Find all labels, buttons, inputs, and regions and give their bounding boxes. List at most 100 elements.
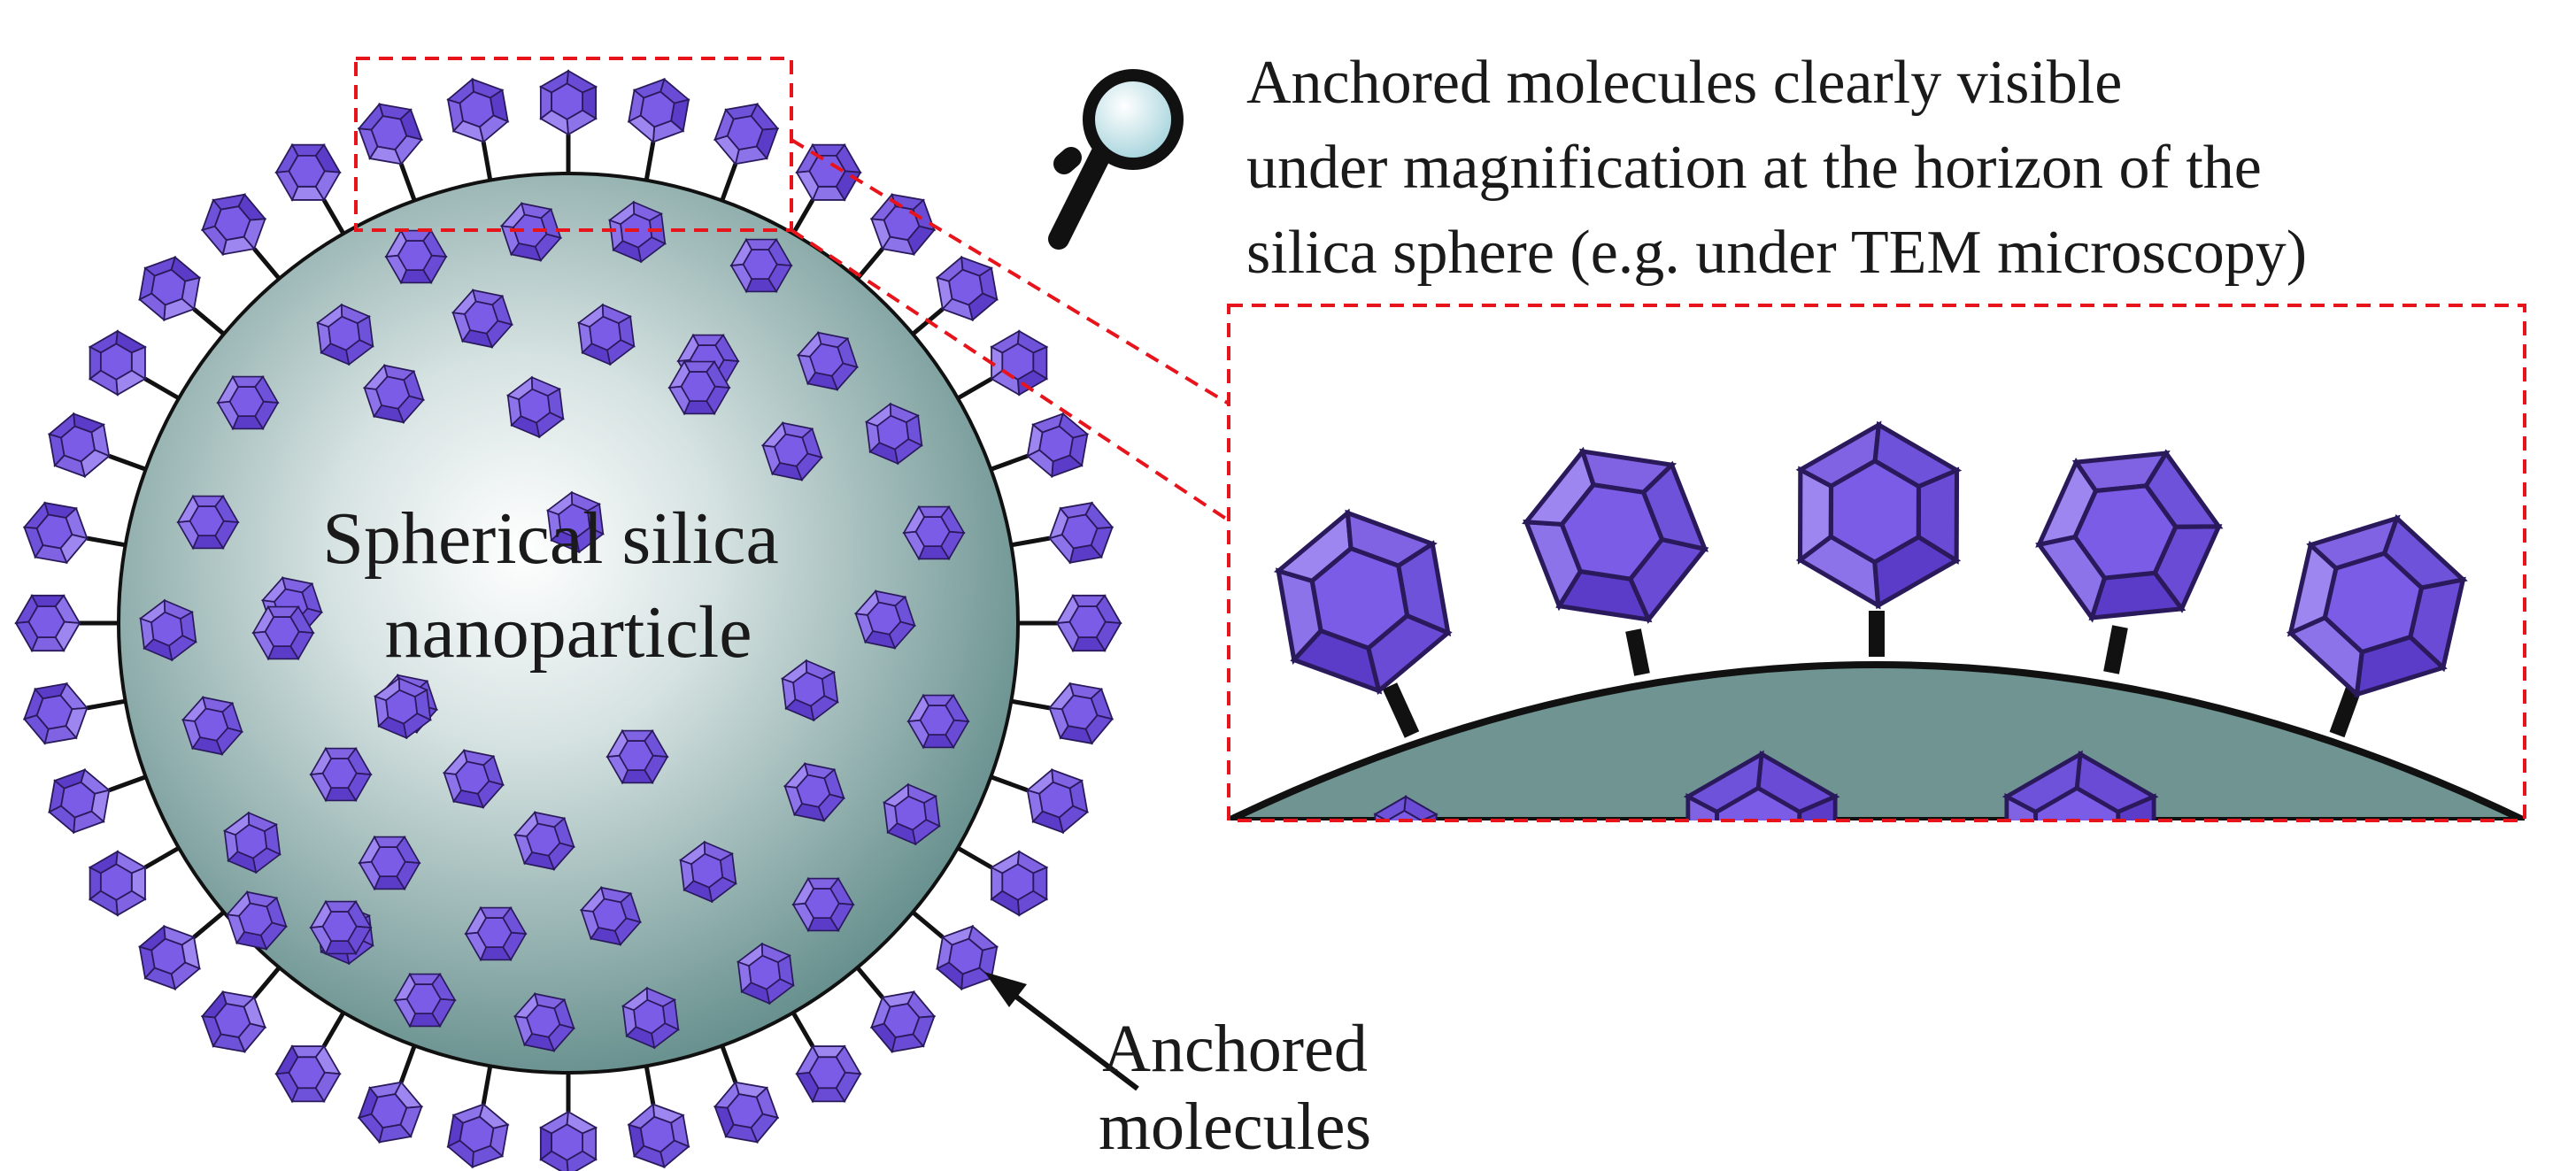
molecule-icon [181, 696, 243, 756]
molecule-icon [736, 942, 795, 1005]
molecule-icon [545, 490, 605, 554]
molecule-icon [137, 924, 202, 991]
molecule-icon [274, 143, 342, 202]
inset-frame [1227, 304, 2526, 822]
anchor-linker [143, 376, 181, 401]
silica-sphere [117, 172, 1020, 1075]
molecule-icon [22, 501, 89, 565]
anchored-molecules-ring [14, 69, 1122, 1171]
caption-line1: Anchored molecules clearly visible [1246, 49, 2122, 117]
molecule-icon [48, 768, 112, 835]
molecule-icon [309, 899, 373, 956]
molecule-icon [309, 746, 373, 803]
anchor-linker [644, 141, 656, 181]
molecule-icon [88, 329, 147, 397]
anchor-linker [1010, 535, 1051, 548]
molecule-icon [393, 972, 457, 1028]
anchor-linker [956, 376, 993, 401]
sphere-surface-closeup [1229, 661, 2525, 820]
molecule-icon [2286, 514, 2468, 699]
molecule-icon [1055, 593, 1122, 653]
molecule-icon [315, 303, 374, 366]
molecule-icon [1047, 682, 1114, 745]
molecule-icon [216, 374, 280, 431]
molecule-icon [906, 693, 970, 750]
molecule-icon [869, 192, 937, 257]
molecule-icon [576, 303, 636, 366]
anchor-linker [108, 453, 147, 472]
molecule-icon [138, 256, 202, 322]
molecule-icon [47, 412, 111, 478]
molecule-icon [882, 782, 941, 846]
molecule-icon [176, 494, 240, 551]
anchor-linker [108, 774, 147, 793]
anchor-linker [398, 163, 417, 202]
molecule-icon [14, 593, 81, 653]
anchor-linker [720, 1044, 738, 1083]
magnified-molecules [1273, 420, 2468, 738]
molecule-icon [274, 1044, 342, 1104]
molecule-icon [362, 364, 425, 424]
anchored-molecules-pointer: Anchored molecules [984, 972, 1371, 1164]
molecule-icon [505, 375, 565, 439]
molecule-icon [2001, 750, 2159, 820]
anchor-linker [86, 698, 127, 711]
molecule-icon [713, 1080, 780, 1144]
anchor-linker [2329, 682, 2363, 738]
anchor-linker [644, 1065, 656, 1106]
molecule-icon [538, 1110, 598, 1171]
molecule-icon [1026, 412, 1090, 479]
molecule-icon [1522, 446, 1709, 624]
molecule-icon [935, 924, 999, 991]
anchor-linker [321, 1011, 346, 1048]
molecule-icon [88, 850, 147, 917]
molecule-icon [667, 359, 731, 416]
anchor-linker [791, 198, 815, 235]
particle-label-line1: Spherical silica [322, 497, 778, 580]
molecule-icon [990, 850, 1049, 917]
selection-box [354, 57, 793, 232]
surface-molecules [138, 200, 970, 1052]
molecule-icon [513, 992, 575, 1052]
anchor-linker [86, 535, 127, 548]
anchor-linker [481, 141, 493, 181]
anchor-linker [252, 247, 282, 281]
molecule-icon [1795, 420, 1963, 610]
anchor-linker [791, 1011, 815, 1048]
molecule-icon [796, 331, 859, 391]
molecule-icon [1048, 501, 1114, 565]
molecule-icon [22, 682, 89, 745]
molecule-icon [621, 986, 680, 1050]
anchor-linker [1010, 698, 1051, 711]
anchor-linker [1625, 628, 1650, 676]
molecule-icon [200, 990, 267, 1053]
magnification-caption: Anchored molecules clearly visible under… [1246, 49, 2307, 287]
molecule-icon [795, 143, 862, 202]
molecule-icon [2035, 449, 2224, 623]
molecule-icon [795, 1044, 862, 1104]
anchor-linker [398, 1044, 417, 1083]
anchor-linker [321, 198, 346, 235]
molecule-icon [869, 990, 937, 1054]
molecule-icon [902, 505, 966, 561]
molecule-icon [627, 77, 690, 144]
molecule-icon [713, 103, 780, 166]
silica-sphere-group: Spherical silica nanoparticle [14, 69, 1122, 1171]
caption-line2: under magnification at the horizon of th… [1246, 134, 2262, 202]
anchor-linker [143, 845, 181, 870]
connector-line-bottom [790, 228, 1230, 522]
molecule-icon [605, 728, 669, 785]
caption-line3: silica sphere (e.g. under TEM microscopy… [1246, 219, 2307, 287]
molecule-icon [357, 102, 423, 166]
anchor-linker [481, 1065, 493, 1106]
anchor-linker [855, 966, 884, 999]
molecule-icon [446, 1103, 510, 1169]
molecule-icon [1373, 795, 1438, 820]
anchor-linker [192, 910, 226, 939]
molecule-icon [1025, 767, 1090, 835]
magnified-inset [1227, 304, 2526, 822]
pointer-label-line1: Anchored [1102, 1012, 1368, 1086]
pointer-label-line2: molecules [1099, 1090, 1371, 1164]
molecule-icon [464, 905, 528, 962]
molecule-icon [451, 289, 513, 349]
